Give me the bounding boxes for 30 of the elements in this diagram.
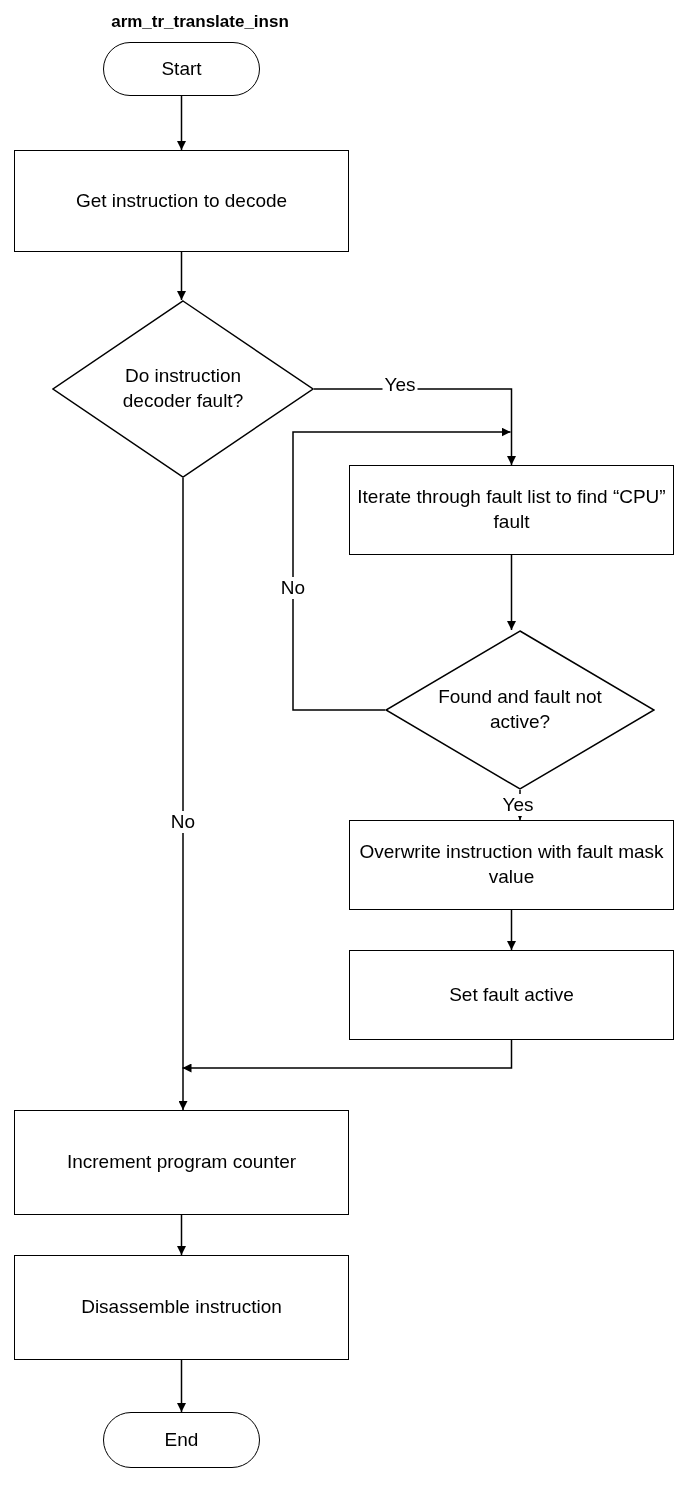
process-box <box>14 1110 349 1215</box>
arrow <box>177 95 186 151</box>
process-box <box>14 150 349 252</box>
process-box <box>349 950 674 1040</box>
arrow <box>507 909 516 951</box>
arrow <box>292 427 512 711</box>
arrow <box>177 251 186 301</box>
node-label: Overwrite instruction with fault mask value <box>358 840 665 889</box>
terminal-shape <box>103 1412 260 1468</box>
process-box <box>349 820 674 910</box>
arrow <box>177 1359 186 1413</box>
process-box <box>14 1255 349 1360</box>
node-label: Get instruction to decode <box>75 188 288 213</box>
node-label: Set fault active <box>449 982 574 1007</box>
node-label: End <box>164 1427 199 1452</box>
arrow <box>178 477 188 1111</box>
node-label: Iterate through fault list to find “CPU” fault <box>356 485 667 534</box>
arrow <box>181 1039 513 1073</box>
node-label: Disassemble instruction <box>81 1295 282 1320</box>
process-box <box>349 465 674 555</box>
node-label: Increment program counter <box>66 1150 297 1175</box>
node-label: Start <box>161 56 202 81</box>
terminal-shape <box>103 42 260 96</box>
decision-diamond <box>52 300 314 478</box>
node-label: Do instruction decoder fault? <box>121 364 245 413</box>
arrow <box>507 554 516 631</box>
decision-diamond <box>385 630 655 790</box>
arrow <box>177 1214 186 1256</box>
diagram-title: arm_tr_translate_insn <box>110 12 290 32</box>
node-label: Found and fault not active? <box>437 685 603 734</box>
